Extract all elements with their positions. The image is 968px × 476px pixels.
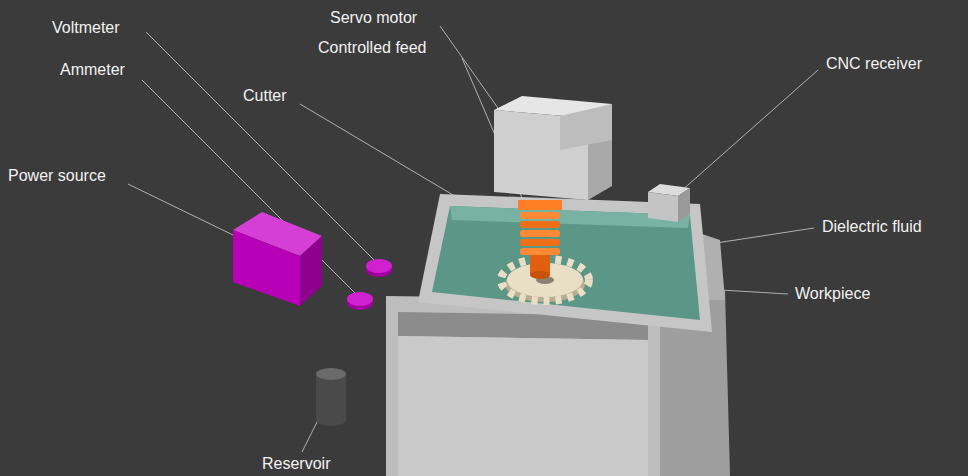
cutter-electrode	[530, 255, 550, 279]
power-source-box	[233, 212, 322, 306]
part-label: Power source	[8, 166, 106, 186]
part-label: Controlled feed	[318, 38, 427, 58]
meter-discs	[347, 259, 392, 310]
part-label: Servo motor	[330, 8, 417, 28]
part-label: CNC receiver	[826, 54, 922, 74]
reservoir-cylinder	[316, 368, 346, 426]
part-label: Ammeter	[60, 60, 125, 80]
servo-motor-block	[494, 96, 612, 200]
leader-line	[680, 70, 818, 192]
feed-spring	[518, 200, 562, 255]
part-label: Reservoir	[262, 454, 330, 474]
part-label: Voltmeter	[52, 18, 120, 38]
leader-line	[146, 32, 374, 260]
part-label: Dielectric fluid	[822, 217, 922, 237]
part-label: Workpiece	[795, 284, 870, 304]
cnc-receiver-box	[648, 184, 690, 222]
part-label: Cutter	[243, 86, 287, 106]
